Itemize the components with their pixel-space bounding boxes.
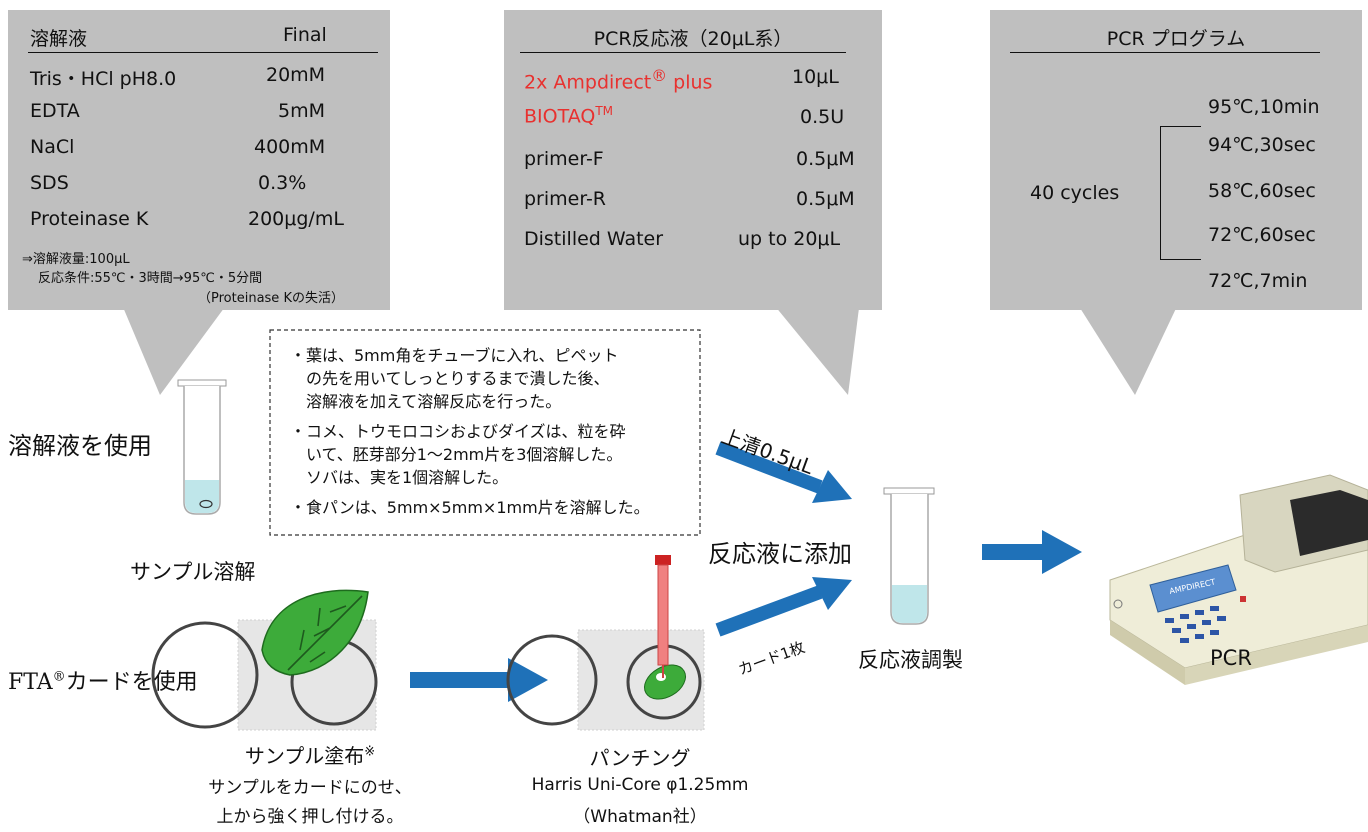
lysis-row-name: EDTA bbox=[30, 100, 80, 122]
pcr-mix-row-name: primer-R bbox=[524, 188, 607, 210]
note-line: の先を用いてしっとりするまで潰した後、 bbox=[290, 369, 610, 388]
sample-apply-label: サンプル塗布※ bbox=[180, 740, 440, 769]
pcr-mix-row-value: 0.5μM bbox=[796, 188, 855, 210]
lysis-row-value: 400mM bbox=[254, 136, 326, 158]
notes-box-border bbox=[269, 329, 701, 536]
pcr-device-icon: AMPDIRECT bbox=[1109, 474, 1368, 685]
lysis-row-value: 5mM bbox=[278, 100, 325, 122]
sample-apply-mark: ※ bbox=[364, 744, 376, 760]
pcr-mix-row-value: 10μL bbox=[792, 66, 839, 88]
pcr-step: 72℃,7min bbox=[1208, 270, 1308, 292]
lysis-row-value: 200μg/mL bbox=[248, 208, 344, 230]
note-line: ・葉は、5mm角をチューブに入れ、ピペット bbox=[290, 346, 619, 365]
note-line: ・食パンは、5mm×5mm×1mm片を溶解した。 bbox=[290, 498, 650, 517]
note-line: ・コメ、トウモロコシおよびダイズは、粒を砕 bbox=[290, 422, 626, 441]
reagent-suffix: plus bbox=[667, 71, 713, 94]
lysis-tube-icon bbox=[177, 379, 227, 515]
punched-card-icon bbox=[506, 555, 705, 731]
reagent-mark: ® bbox=[651, 66, 668, 85]
mix-tube-icon bbox=[883, 487, 935, 625]
reagent-name: 2x Ampdirect bbox=[524, 71, 652, 94]
pcr-mix-title: PCR反応液（20μL系） bbox=[593, 28, 793, 50]
arrow-to-pcr bbox=[982, 530, 1082, 574]
reagent-name: BIOTAQ bbox=[524, 105, 596, 128]
pcr-mix-row-value: up to 20μL bbox=[738, 228, 841, 250]
pcr-mix-row-name: 2x Ampdirect® plus bbox=[524, 66, 712, 93]
mix-callout-tail bbox=[770, 300, 860, 395]
fta-label: FTA®カードを使用 bbox=[8, 664, 198, 696]
pcr-mix-row-value: 0.5U bbox=[800, 106, 845, 128]
fta-mark: ® bbox=[52, 669, 66, 685]
lysis-row-name: Proteinase K bbox=[30, 208, 149, 230]
pcr-program-header-rule bbox=[1010, 52, 1320, 53]
fta-text: FTA bbox=[8, 670, 53, 695]
punch-maker-label: （Whatman社） bbox=[573, 807, 707, 827]
lysis-header-rule bbox=[28, 52, 378, 53]
lysis-final-header: Final bbox=[283, 24, 327, 46]
add-to-mix-label: 反応液に添加 bbox=[708, 540, 852, 568]
pcr-mix-row-name: BIOTAQTM bbox=[524, 104, 613, 127]
pcr-mix-header-rule bbox=[520, 52, 846, 53]
note-line: いて、胚芽部分1～2mm片を3個溶解した。 bbox=[290, 445, 623, 464]
note-line: 溶解液を加えて溶解反応を行った。 bbox=[290, 392, 562, 411]
program-callout-tail bbox=[1075, 300, 1180, 395]
pcr-mix-row-name: Distilled Water bbox=[524, 228, 664, 250]
pcr-step: 94℃,30sec bbox=[1208, 134, 1316, 156]
pcr-mix-row-value: 0.5μM bbox=[796, 148, 855, 170]
lysis-note-conditions: 反応条件:55℃・3時間→95℃・5分間 bbox=[38, 271, 263, 286]
pcr-step: 72℃,60sec bbox=[1208, 224, 1316, 246]
lysis-title: 溶解液 bbox=[30, 28, 88, 50]
pcr-mix-row-name: primer-F bbox=[524, 148, 604, 170]
mix-prep-label: 反応液調製 bbox=[858, 648, 963, 672]
cycle-bracket bbox=[1160, 126, 1201, 260]
sample-apply-desc: 上から強く押し付ける。 bbox=[216, 807, 404, 827]
lysis-row-name: NaCl bbox=[30, 136, 75, 158]
lysis-row-value: 20mM bbox=[266, 64, 326, 86]
pcr-label: PCR bbox=[1210, 646, 1252, 670]
sample-apply-desc: サンプルをカードにのせ、 bbox=[208, 778, 412, 798]
sample-apply-text: サンプル塗布 bbox=[244, 744, 365, 768]
punching-label: パンチング bbox=[589, 746, 691, 770]
note-line: ソバは、実を1個溶解した。 bbox=[290, 468, 509, 487]
punch-tool-label: Harris Uni-Core φ1.25mm bbox=[531, 775, 749, 795]
reagent-mark: TM bbox=[595, 104, 614, 118]
arrow-to-punching bbox=[410, 658, 548, 702]
pcr-mix-callout: PCR反応液（20μL系） 2x Ampdirect® plus 10μL BI… bbox=[504, 10, 882, 310]
lysis-row-name: Tris・HCl pH8.0 bbox=[30, 68, 177, 90]
lysis-row-name: SDS bbox=[30, 172, 69, 194]
lysis-note-volume: ⇒溶解液量:100μL bbox=[22, 252, 130, 267]
lysis-callout: 溶解液 Final Tris・HCl pH8.0 20mM EDTA 5mM N… bbox=[8, 10, 390, 310]
arrow-supernatant bbox=[715, 441, 852, 503]
pcr-step: 58℃,60sec bbox=[1208, 180, 1316, 202]
use-lysis-label: 溶解液を使用 bbox=[8, 432, 152, 460]
arrow-card bbox=[715, 577, 852, 637]
lysis-callout-tail bbox=[120, 300, 230, 395]
fta-card-icon bbox=[151, 589, 378, 731]
fta-suffix: カードを使用 bbox=[65, 670, 198, 695]
pcr-program-callout: PCR プログラム 95℃,10min 94℃,30sec 58℃,60sec … bbox=[990, 10, 1362, 310]
lysis-note-inactivation: （Proteinase Kの失活） bbox=[198, 291, 344, 306]
pcr-step: 95℃,10min bbox=[1208, 96, 1320, 118]
pcr-cycle-count: 40 cycles bbox=[1030, 182, 1120, 204]
pcr-program-title: PCR プログラム bbox=[1106, 28, 1246, 50]
lysis-row-value: 0.3% bbox=[258, 172, 307, 194]
sample-lysis-label: サンプル溶解 bbox=[130, 560, 256, 584]
